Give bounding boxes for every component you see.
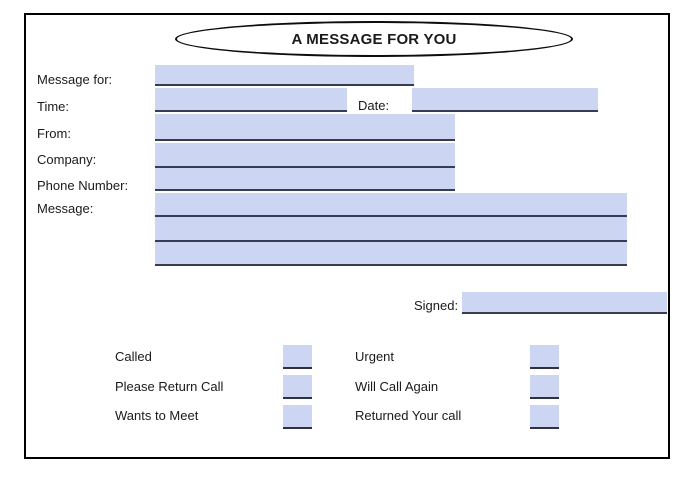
time-label: Time: xyxy=(37,99,70,114)
returned-your-call-checkbox[interactable] xyxy=(530,405,559,429)
form-title: A MESSAGE FOR YOU xyxy=(291,30,457,48)
wants-to-meet-checkbox[interactable] xyxy=(283,405,312,429)
date-label: Date: xyxy=(358,98,390,113)
phone-number-field[interactable] xyxy=(155,168,455,191)
please-return-call-checkbox[interactable] xyxy=(283,375,312,399)
urgent-checkbox[interactable] xyxy=(530,345,559,369)
called-checkbox[interactable] xyxy=(283,345,312,369)
signed-field[interactable] xyxy=(462,292,667,314)
signed-label: Signed: xyxy=(414,298,459,313)
from-field[interactable] xyxy=(155,114,455,141)
title-ellipse: A MESSAGE FOR YOU xyxy=(175,21,573,57)
called-label: Called xyxy=(115,349,152,364)
please-return-call-label: Please Return Call xyxy=(115,379,224,394)
message-line-3-field[interactable] xyxy=(155,242,627,266)
will-call-again-label: Will Call Again xyxy=(355,379,439,394)
company-label: Company: xyxy=(37,152,97,167)
message-label: Message: xyxy=(37,201,94,216)
message-line-1-field[interactable] xyxy=(155,193,627,217)
message-line-2-field[interactable] xyxy=(155,217,627,242)
company-field[interactable] xyxy=(155,143,455,168)
message-for-field[interactable] xyxy=(155,65,414,86)
will-call-again-checkbox[interactable] xyxy=(530,375,559,399)
from-label: From: xyxy=(37,126,71,141)
returned-your-call-label: Returned Your call xyxy=(355,408,462,423)
urgent-label: Urgent xyxy=(355,349,395,364)
message-for-label: Message for: xyxy=(37,72,113,87)
phone-number-label: Phone Number: xyxy=(37,178,129,193)
date-field[interactable] xyxy=(412,88,598,112)
time-field[interactable] xyxy=(155,88,347,112)
wants-to-meet-label: Wants to Meet xyxy=(115,408,199,423)
